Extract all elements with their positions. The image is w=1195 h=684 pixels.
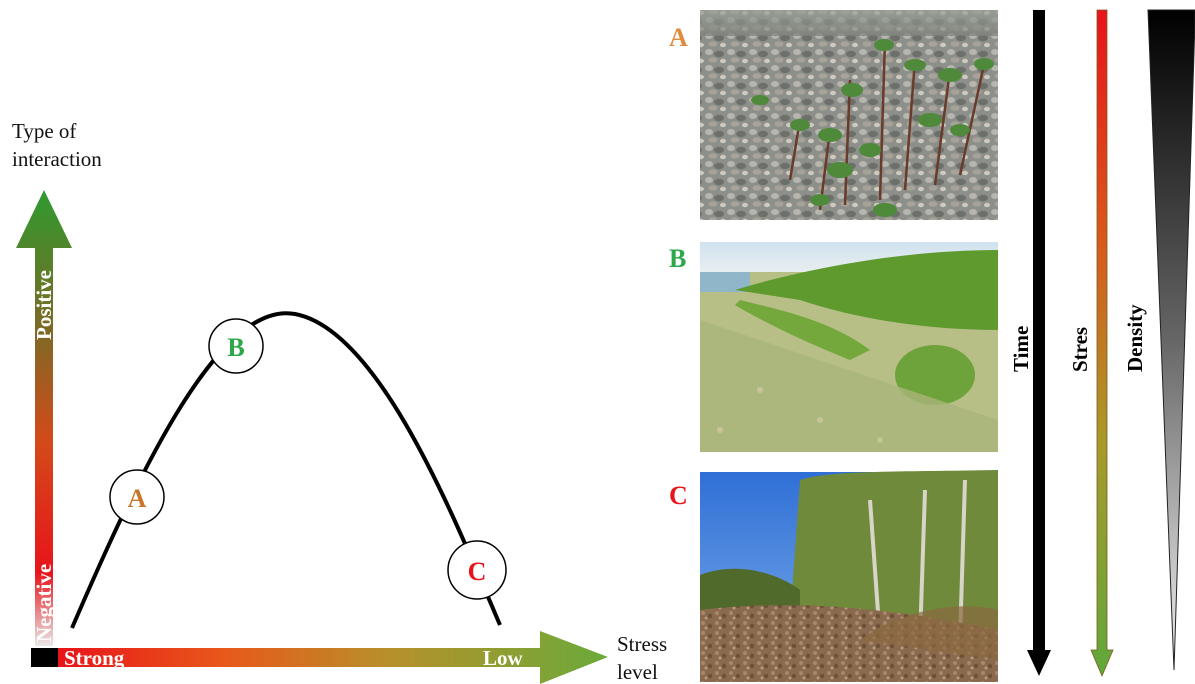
- x-axis-arrow: [58, 631, 608, 684]
- curve-point-a: A: [109, 469, 165, 525]
- density-wedge: [1147, 9, 1195, 671]
- curve-point-b: B: [208, 318, 264, 374]
- y-axis-positive-label: Positive: [32, 270, 56, 340]
- x-axis-title-line1: Stress: [617, 632, 667, 656]
- x-axis-title-line2: level: [617, 660, 658, 684]
- mature-forest-photo: [700, 470, 998, 682]
- curve-point-b-label: B: [227, 333, 244, 362]
- stress-label: Stres: [1068, 327, 1092, 372]
- y-axis-negative-label: Negative: [32, 564, 56, 642]
- curve-point-c: C: [447, 540, 507, 600]
- shrub-rows-photo: [700, 242, 998, 452]
- x-axis-strong-label: Strong: [64, 646, 125, 670]
- density-label: Density: [1123, 304, 1147, 372]
- photo-b-letter: B: [669, 244, 686, 273]
- gravel-seedlings-photo: [700, 10, 998, 220]
- photo-a-letter: A: [669, 23, 688, 52]
- x-axis-low-label: Low: [483, 646, 524, 670]
- curve-point-c-label: C: [468, 557, 487, 586]
- origin-marker: [31, 648, 58, 667]
- y-axis-title-line1: Type of: [12, 119, 76, 143]
- y-axis-arrow: [16, 190, 72, 646]
- photo-c-letter: C: [669, 481, 688, 510]
- time-arrow: [1027, 10, 1051, 676]
- curve-point-a-label: A: [128, 484, 147, 513]
- time-label: Time: [1009, 326, 1033, 372]
- y-axis-title-line2: interaction: [12, 147, 102, 171]
- stress-arrow: [1090, 9, 1114, 678]
